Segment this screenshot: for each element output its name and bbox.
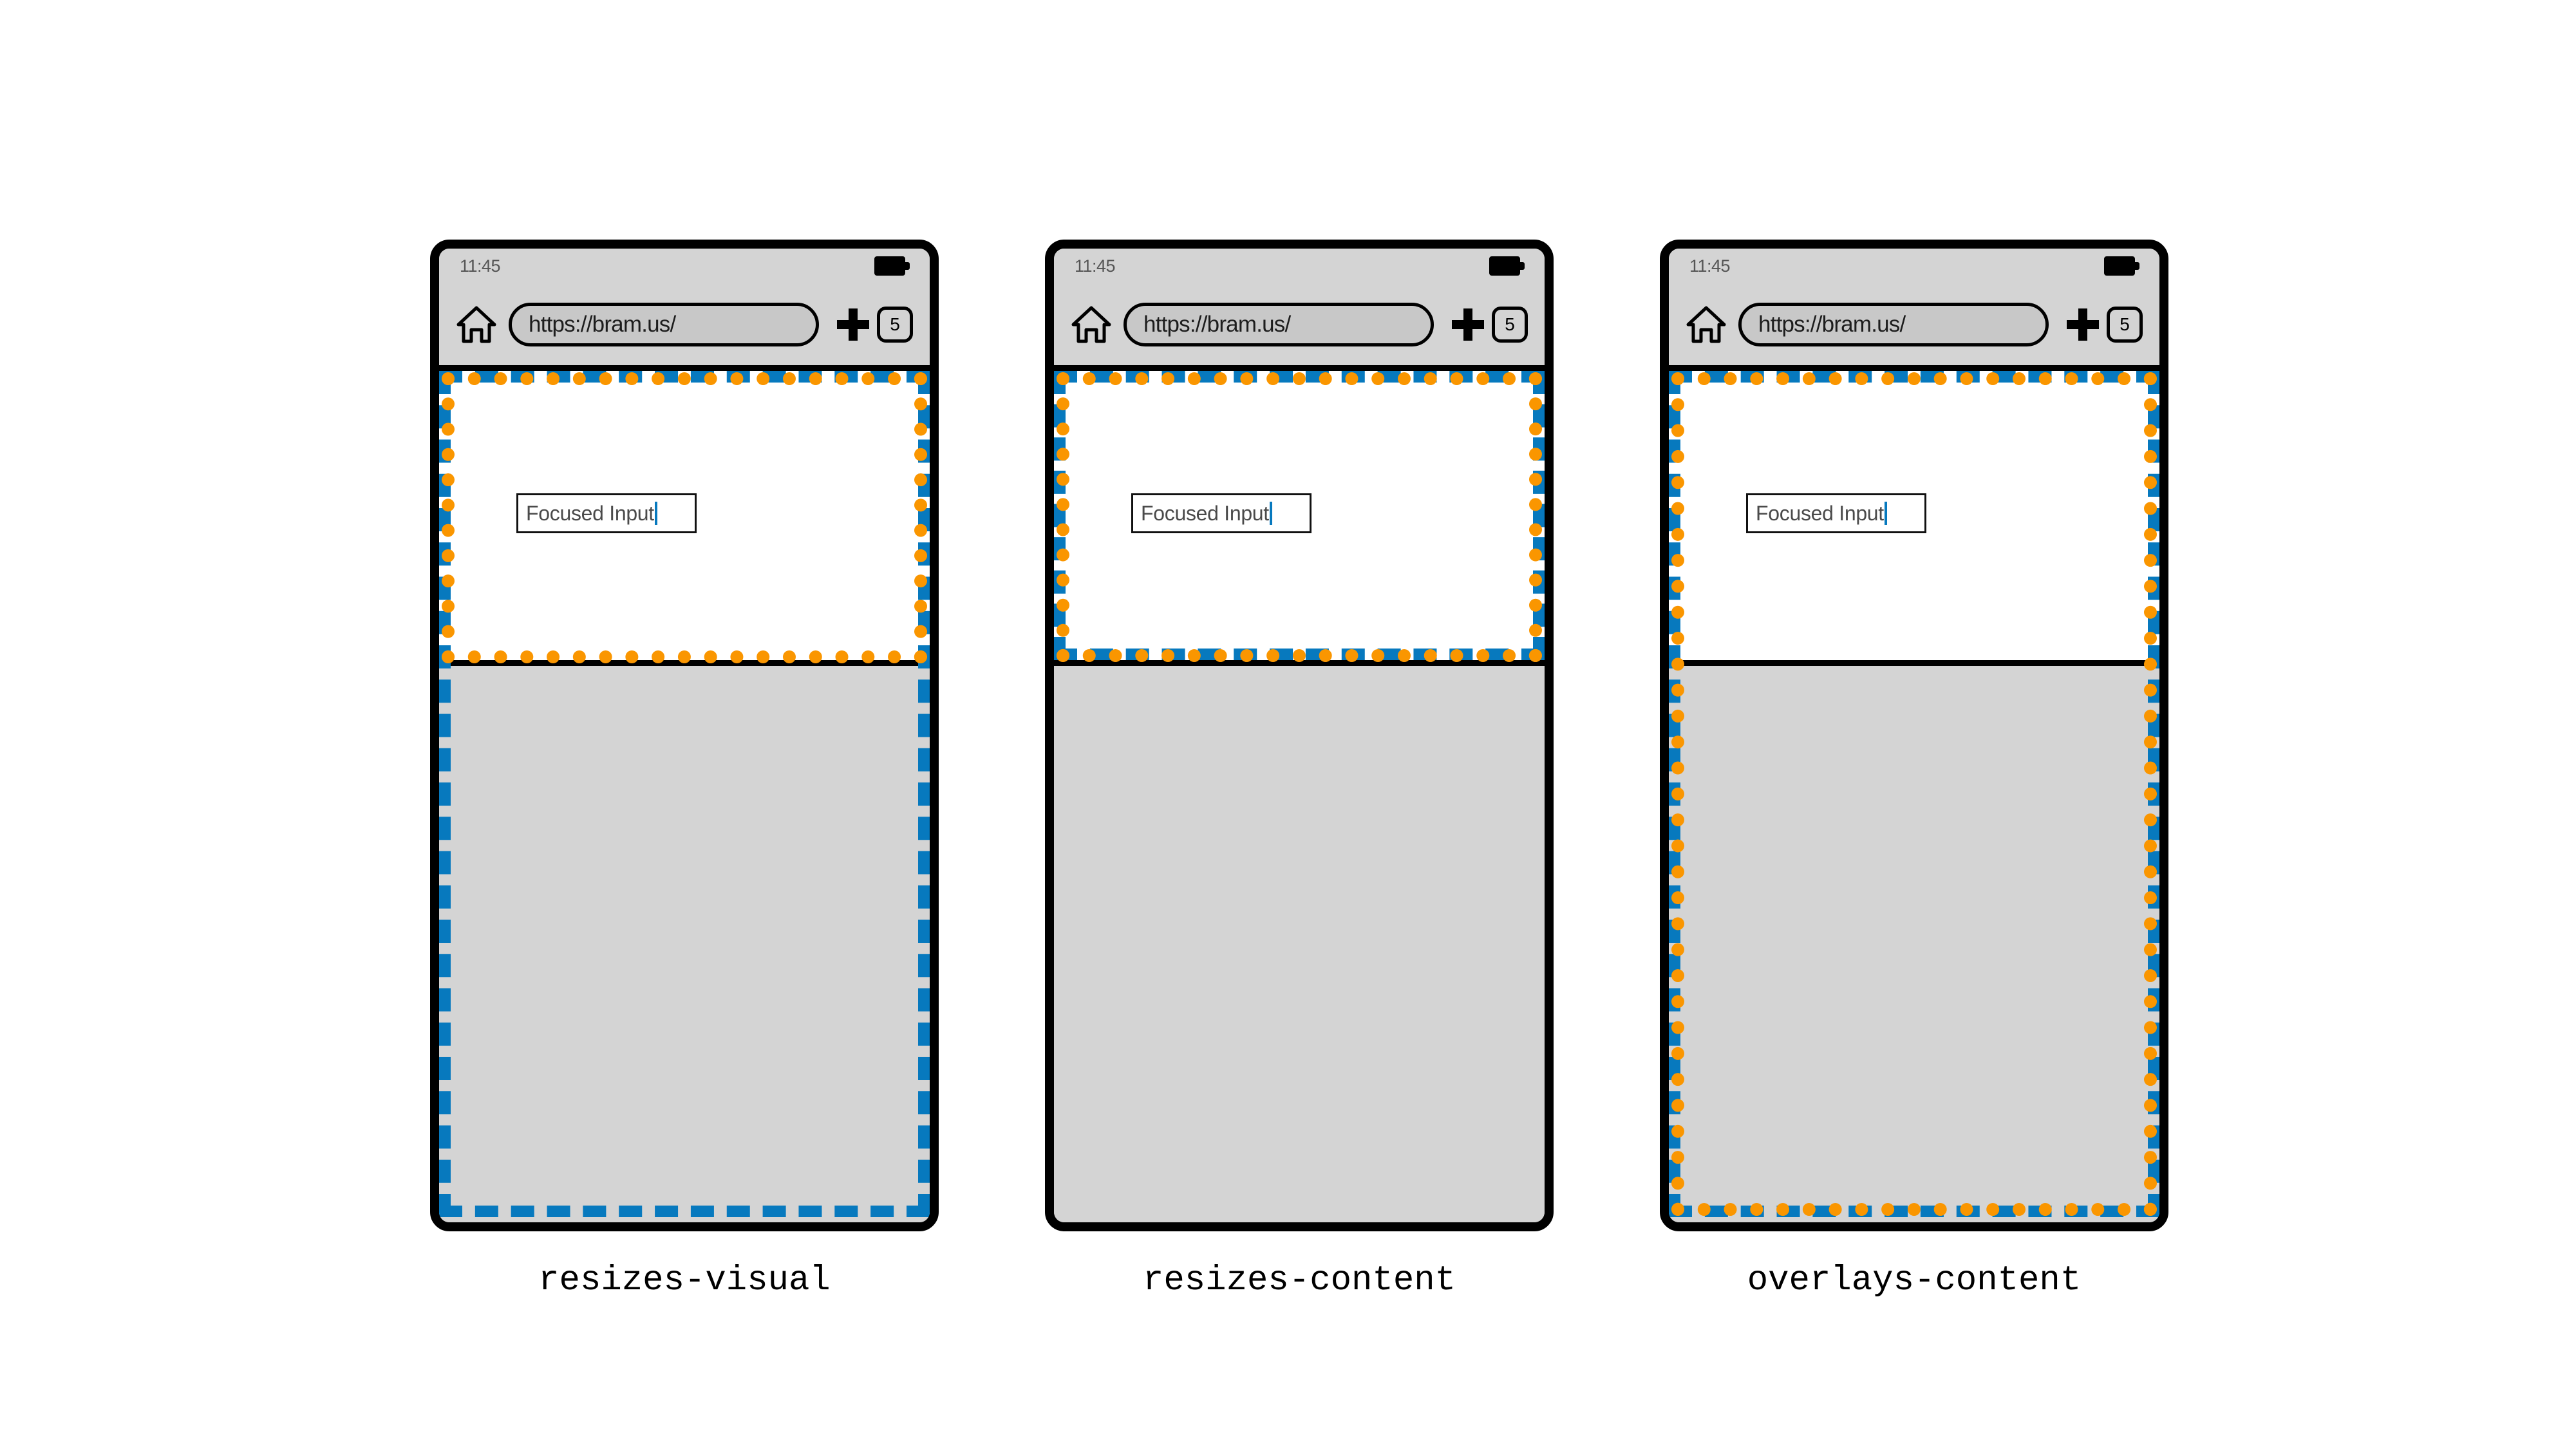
status-clock: 11:45 <box>1075 256 1116 276</box>
url-bar[interactable]: https://bram.us/ <box>1123 303 1434 346</box>
tab-count-button[interactable]: 5 <box>2107 307 2143 343</box>
keyboard-area[interactable] <box>439 660 930 1222</box>
home-icon[interactable] <box>456 304 497 345</box>
focused-input[interactable]: Focused Input <box>1131 493 1312 533</box>
tab-count-label: 5 <box>2120 314 2130 334</box>
phone-frame: 11:45 https://bram.us/ 5 <box>1660 240 2168 1231</box>
plus-icon[interactable] <box>2067 308 2099 341</box>
tab-count-label: 5 <box>890 314 900 334</box>
keyboard-area[interactable] <box>1669 660 2159 1222</box>
focused-input-value: Focused Input <box>526 501 654 525</box>
browser-chrome: 11:45 https://bram.us/ 5 <box>1054 249 1545 371</box>
status-clock: 11:45 <box>1689 256 1731 276</box>
caption-resizes-content: resizes-content <box>1142 1261 1456 1300</box>
focused-input[interactable]: Focused Input <box>1746 493 1926 533</box>
caption-overlays-content: overlays-content <box>1747 1261 2082 1300</box>
tab-count-label: 5 <box>1505 314 1515 334</box>
plus-icon[interactable] <box>1452 308 1484 341</box>
text-caret <box>1884 502 1887 525</box>
panel-overlays-content: 11:45 https://bram.us/ 5 <box>1660 240 2168 1231</box>
phone-frame: 11:45 https://bram.us/ 5 <box>430 240 939 1231</box>
panel-resizes-content: 11:45 https://bram.us/ 5 <box>1045 240 1554 1231</box>
device-screen: Focused Input <box>1054 371 1545 1222</box>
tab-count-button[interactable]: 5 <box>877 307 913 343</box>
plus-icon[interactable] <box>837 308 869 341</box>
battery-full-icon <box>1489 256 1525 276</box>
status-clock: 11:45 <box>460 256 501 276</box>
url-text: https://bram.us/ <box>1143 312 1291 337</box>
browser-toolbar: https://bram.us/ 5 <box>439 286 930 363</box>
home-icon[interactable] <box>1686 304 1727 345</box>
status-bar: 11:45 <box>1669 249 2159 289</box>
tab-count-button[interactable]: 5 <box>1492 307 1528 343</box>
keyboard-area[interactable] <box>1054 660 1545 1222</box>
focused-input-value: Focused Input <box>1756 501 1884 525</box>
browser-toolbar: https://bram.us/ 5 <box>1669 286 2159 363</box>
device-screen: Focused Input <box>439 371 930 1222</box>
text-caret <box>654 502 657 525</box>
home-icon[interactable] <box>1071 304 1112 345</box>
focused-input-value: Focused Input <box>1141 501 1269 525</box>
battery-full-icon <box>2104 256 2140 276</box>
url-text: https://bram.us/ <box>1758 312 1906 337</box>
text-caret <box>1269 502 1272 525</box>
url-bar[interactable]: https://bram.us/ <box>509 303 819 346</box>
browser-chrome: 11:45 https://bram.us/ 5 <box>439 249 930 371</box>
browser-toolbar: https://bram.us/ 5 <box>1054 286 1545 363</box>
caption-resizes-visual: resizes-visual <box>538 1261 831 1300</box>
status-bar: 11:45 <box>439 249 930 289</box>
phone-frame: 11:45 https://bram.us/ 5 <box>1045 240 1554 1231</box>
browser-chrome: 11:45 https://bram.us/ 5 <box>1669 249 2159 371</box>
url-bar[interactable]: https://bram.us/ <box>1738 303 2049 346</box>
battery-full-icon <box>874 256 910 276</box>
device-screen: Focused Input <box>1669 371 2159 1222</box>
status-bar: 11:45 <box>1054 249 1545 289</box>
url-text: https://bram.us/ <box>529 312 676 337</box>
panel-resizes-visual: 11:45 https://bram.us/ 5 <box>430 240 939 1231</box>
focused-input[interactable]: Focused Input <box>516 493 697 533</box>
